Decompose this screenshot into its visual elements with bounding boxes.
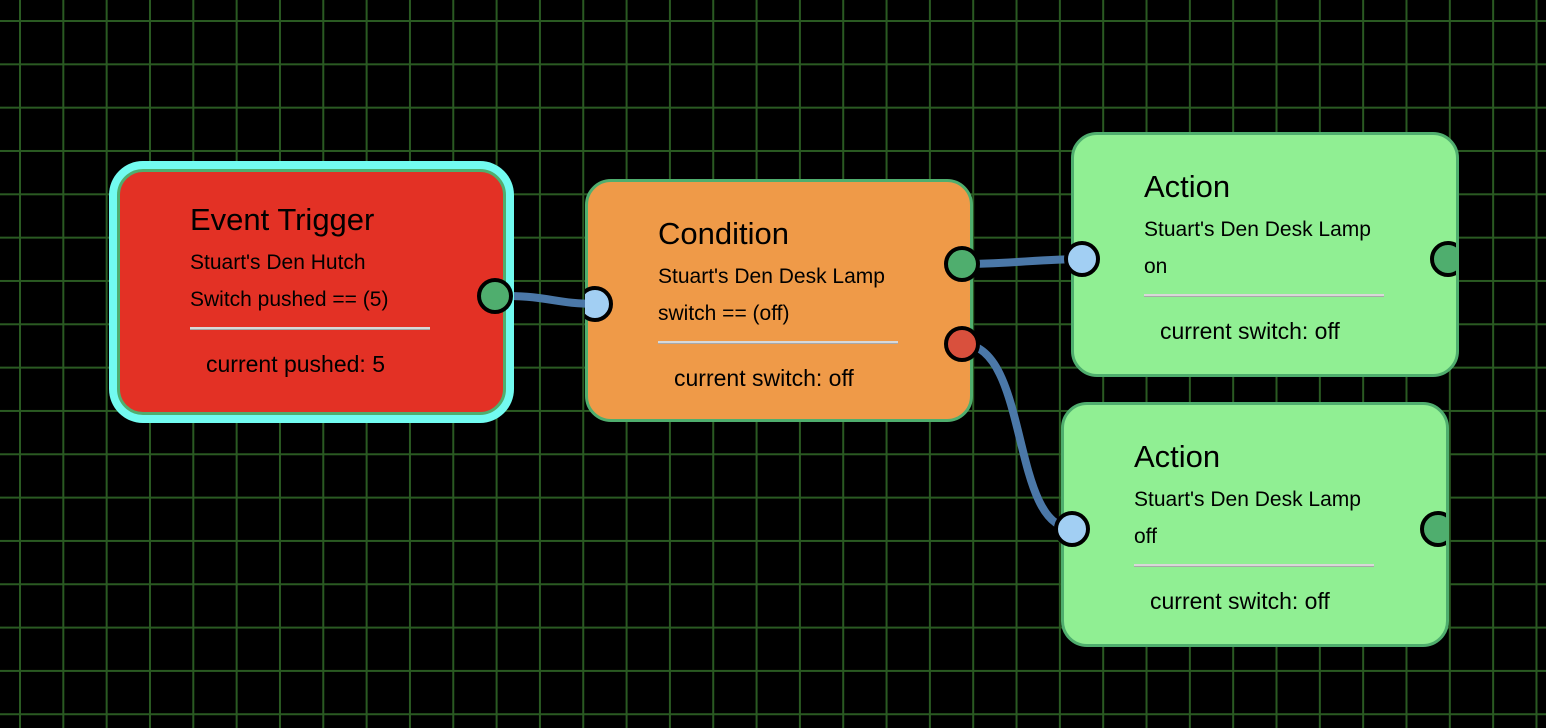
node-current-value: current switch: off bbox=[674, 365, 854, 391]
node-content: Action Stuart's Den Desk Lamp off curren… bbox=[1134, 405, 1376, 615]
node-content: Condition Stuart's Den Desk Lamp switch … bbox=[658, 182, 900, 392]
node-title: Condition bbox=[658, 216, 789, 251]
node-content: Action Stuart's Den Desk Lamp on current… bbox=[1144, 135, 1386, 345]
node-device: Stuart's Den Hutch bbox=[190, 251, 366, 274]
action-off-output-port[interactable] bbox=[1420, 511, 1446, 547]
action-on-output-port[interactable] bbox=[1430, 241, 1456, 277]
node-expression: switch == (off) bbox=[658, 302, 790, 325]
node-current-value: current switch: off bbox=[1160, 318, 1340, 344]
node-divider bbox=[1144, 294, 1384, 297]
node-device: Stuart's Den Desk Lamp bbox=[1134, 488, 1361, 511]
node-title: Action bbox=[1134, 439, 1221, 474]
node-action-off[interactable]: Action Stuart's Den Desk Lamp off curren… bbox=[1061, 402, 1449, 647]
wire-condition-false-to-action-off[interactable] bbox=[958, 340, 1076, 532]
condition-true-output-port[interactable] bbox=[944, 246, 980, 282]
node-divider bbox=[658, 341, 898, 344]
node-current-value: current switch: off bbox=[1150, 588, 1330, 614]
node-expression: Switch pushed == (5) bbox=[190, 288, 389, 311]
node-device: Stuart's Den Desk Lamp bbox=[658, 265, 885, 288]
action-off-input-port[interactable] bbox=[1054, 511, 1090, 547]
node-divider bbox=[1134, 564, 1374, 567]
node-content: Event Trigger Stuart's Den Hutch Switch … bbox=[190, 172, 433, 378]
node-divider bbox=[190, 327, 430, 330]
trigger-output-port[interactable] bbox=[477, 278, 513, 314]
condition-false-output-port[interactable] bbox=[944, 326, 980, 362]
node-condition[interactable]: Condition Stuart's Den Desk Lamp switch … bbox=[585, 179, 973, 422]
action-on-input-port[interactable] bbox=[1064, 241, 1100, 277]
node-device: Stuart's Den Desk Lamp bbox=[1144, 218, 1371, 241]
node-action-on[interactable]: Action Stuart's Den Desk Lamp on current… bbox=[1071, 132, 1459, 377]
node-expression: on bbox=[1144, 255, 1168, 278]
node-title: Event Trigger bbox=[190, 202, 375, 237]
node-title: Action bbox=[1144, 169, 1231, 204]
node-expression: off bbox=[1134, 525, 1157, 548]
node-event-trigger[interactable]: Event Trigger Stuart's Den Hutch Switch … bbox=[117, 169, 506, 415]
condition-input-port[interactable] bbox=[585, 286, 613, 322]
node-current-value: current pushed: 5 bbox=[206, 351, 386, 377]
